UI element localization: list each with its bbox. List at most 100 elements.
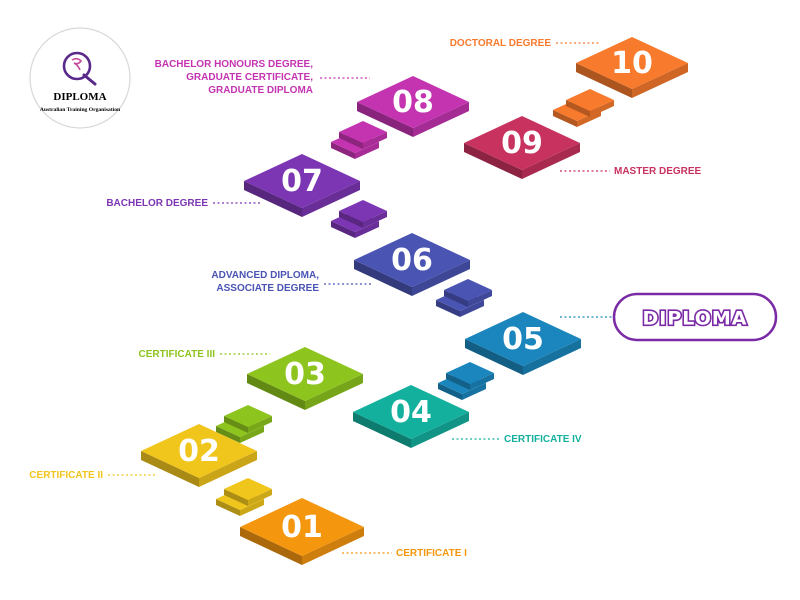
logo-subtitle: Australian Training Organisation	[40, 107, 121, 113]
step-side	[339, 132, 363, 149]
level-number: 10	[611, 46, 653, 81]
step-side	[339, 211, 363, 228]
step-side	[355, 221, 379, 238]
level-label: DOCTORAL DEGREE	[450, 38, 600, 49]
step-side	[438, 383, 462, 400]
tile-side	[632, 63, 688, 98]
step-top	[446, 362, 494, 384]
level-number: 06	[391, 243, 433, 278]
level-tile: 02	[141, 424, 257, 487]
level-number: 03	[284, 357, 326, 392]
level-number: 09	[501, 126, 543, 161]
step-side	[444, 290, 468, 307]
step-side	[224, 489, 248, 506]
step-top	[224, 478, 272, 500]
level-label: BACHELOR HONOURS DEGREE,GRADUATE CERTIFI…	[155, 59, 370, 96]
step-side	[436, 300, 460, 317]
logo-q-icon	[62, 51, 97, 86]
tile-side	[244, 181, 302, 217]
tile-side	[354, 260, 412, 296]
logo-title: DIPLOMA	[53, 91, 106, 103]
tile-top	[354, 233, 470, 287]
step-side	[248, 489, 272, 506]
connector-step	[446, 362, 494, 390]
tile-top	[247, 347, 363, 401]
step-top	[566, 89, 614, 111]
level-label: BACHELOR DEGREE	[106, 198, 262, 209]
connector-step	[566, 89, 614, 117]
level-tile: 10	[576, 37, 688, 98]
step-side	[240, 426, 264, 443]
level-number: 04	[390, 395, 432, 430]
diploma-badge: DIPLOMA	[612, 292, 778, 342]
connector-step	[339, 121, 387, 149]
level-label-text: CERTIFICATE III	[139, 349, 216, 360]
level-label: MASTER DEGREE	[560, 166, 702, 177]
tile-side	[412, 260, 470, 296]
step-side	[355, 142, 379, 159]
level-labels: CERTIFICATE I CERTIFICATE II CERTIFICATE I…	[29, 38, 701, 559]
step-side	[331, 142, 355, 159]
tile-side	[305, 374, 363, 410]
level-label: CERTIFICATE IV	[452, 434, 582, 445]
tile-top	[353, 385, 469, 439]
step-top	[224, 405, 272, 427]
tile-side	[141, 451, 199, 487]
level-label: CERTIFICATE III	[139, 349, 270, 360]
level-label: CERTIFICATE II	[29, 470, 157, 481]
level-label-text: GRADUATE CERTIFICATE,	[186, 72, 313, 83]
level-tile: 03	[247, 347, 363, 410]
tile-side	[302, 527, 364, 565]
level-label-text: CERTIFICATE II	[29, 470, 103, 481]
step-side	[248, 416, 272, 433]
level-number: 07	[281, 164, 323, 199]
level-tile: 01	[240, 498, 364, 565]
step-side	[566, 100, 590, 117]
tile-side	[523, 339, 581, 375]
level-label-text: ADVANCED DIPLOMA,	[211, 270, 319, 281]
tile-side	[357, 102, 413, 137]
level-label-text: CERTIFICATE IV	[504, 434, 582, 445]
level-tile: 06	[354, 233, 470, 296]
level-tile: 07	[244, 154, 360, 217]
level-label: ADVANCED DIPLOMA, ASSOCIATE DEGREE	[211, 270, 372, 294]
badge-label: DIPLOMA	[643, 308, 748, 330]
tile-side	[465, 339, 523, 375]
level-label-text: DOCTORAL DEGREE	[450, 38, 552, 49]
tile-side	[302, 181, 360, 217]
tile-side	[353, 412, 411, 448]
step-top	[339, 121, 387, 143]
tile-top	[576, 37, 688, 89]
logo: DIPLOMA Australian Training Organisation	[29, 27, 131, 129]
tile-side	[411, 412, 469, 448]
tile-top	[141, 424, 257, 478]
step-top	[339, 200, 387, 222]
tile-top	[464, 116, 580, 170]
level-label-text: CERTIFICATE I	[396, 548, 467, 559]
step-side	[224, 416, 248, 433]
badge-outline	[612, 292, 778, 342]
step-top	[444, 279, 492, 301]
level-label-text: ASSOCIATE DEGREE	[216, 283, 319, 294]
step-side	[363, 211, 387, 228]
connector-step	[444, 279, 492, 307]
tile-top	[240, 498, 364, 556]
level-number: 05	[502, 322, 544, 357]
step-side	[468, 290, 492, 307]
tile-top	[465, 312, 581, 366]
step-side	[216, 426, 240, 443]
connector-steps	[216, 89, 614, 516]
step-side	[470, 373, 494, 390]
tile-side	[247, 374, 305, 410]
tile-side	[413, 102, 469, 137]
level-label: CERTIFICATE I	[342, 548, 467, 559]
level-number: 02	[178, 434, 220, 469]
level-tile: 04	[353, 385, 469, 448]
step-side	[240, 499, 264, 516]
tile-side	[464, 143, 522, 179]
connector-step	[339, 200, 387, 228]
level-tile: 05	[465, 312, 581, 375]
